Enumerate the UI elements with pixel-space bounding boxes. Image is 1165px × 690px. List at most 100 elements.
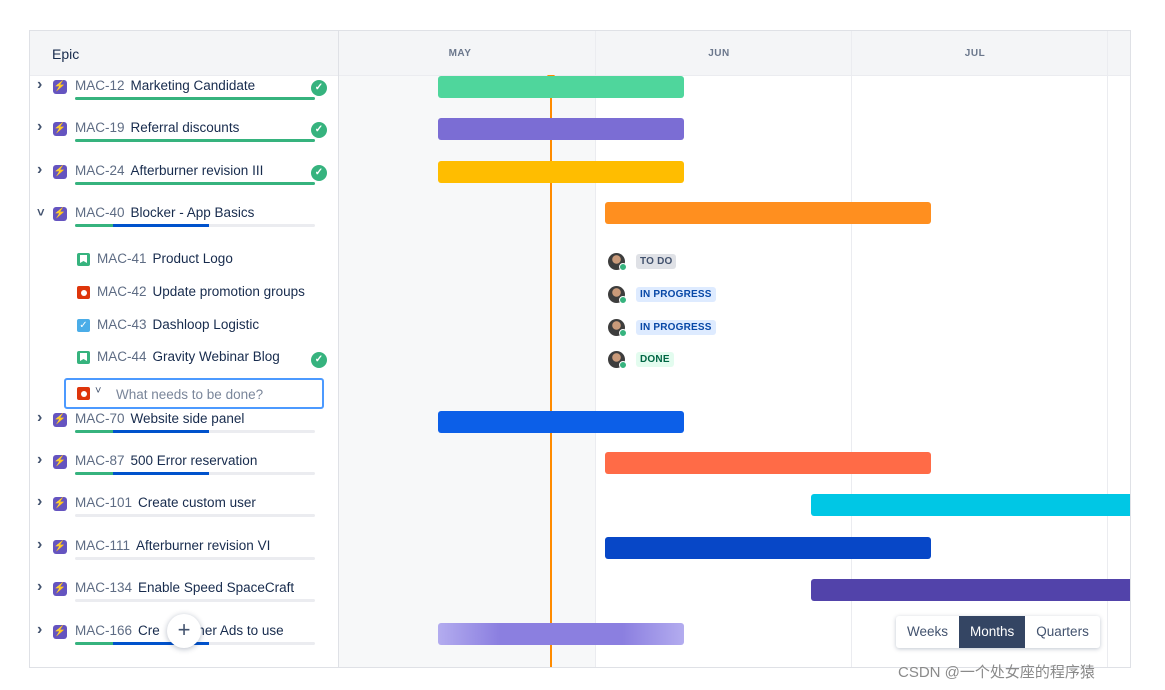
chevron-right-icon[interactable]: › [37, 451, 43, 468]
chevron-right-icon[interactable]: › [37, 493, 43, 510]
epic-icon: ⚡ [53, 540, 67, 554]
epic-bar-mac-111[interactable] [605, 537, 931, 559]
status-lozenge: TO DO [636, 254, 677, 269]
chevron-right-icon[interactable]: › [37, 76, 43, 93]
epic-key-text: MAC-134 [75, 580, 133, 595]
assignee-avatar [608, 286, 627, 304]
child-row-mac-42[interactable]: MAC-42 Update promotion groups [30, 282, 339, 312]
epic-bar-mac-70[interactable] [438, 411, 684, 433]
task-icon: ✓ [77, 319, 90, 332]
chevron-down-icon[interactable]: ˅ [95, 385, 102, 397]
child-key-text: MAC-41 [97, 251, 147, 266]
epic-key-text: MAC-101 [75, 495, 133, 510]
progress-done [75, 430, 114, 433]
chevron-down-icon[interactable]: ˅ [37, 205, 45, 220]
epic-bar-mac-87[interactable] [605, 452, 931, 474]
done-check-icon: ✓ [311, 80, 327, 96]
epic-icon: ⚡ [53, 455, 67, 469]
story-icon [77, 351, 90, 364]
chevron-right-icon[interactable]: › [37, 536, 43, 553]
child-key: MAC-42 Update promotion groups [97, 284, 305, 299]
progress-bar [75, 97, 315, 100]
done-check-icon: ✓ [311, 165, 327, 181]
epic-icon: ⚡ [53, 413, 67, 427]
epic-title: Referral discounts [130, 120, 240, 135]
progress-bar [75, 139, 315, 142]
epic-key: MAC-24 Afterburner revision III [75, 163, 263, 178]
epic-icon: ⚡ [53, 165, 67, 179]
view-toggle: Weeks Months Quarters [896, 616, 1100, 648]
quarters-button[interactable]: Quarters [1036, 624, 1089, 639]
done-check-icon: ✓ [311, 352, 327, 368]
epic-bar-mac-101[interactable] [811, 494, 1130, 516]
progress-bar [75, 514, 315, 517]
roadmap-header: Epic MAY JUN JUL [30, 31, 1130, 76]
epic-key-text: MAC-12 [75, 78, 125, 93]
status-lozenge: IN PROGRESS [636, 320, 716, 335]
epic-key-text: MAC-70 [75, 411, 125, 426]
epic-bar-mac-24[interactable] [438, 161, 684, 183]
progress-done [75, 224, 114, 227]
epic-bar-mac-166[interactable] [438, 623, 684, 645]
progress-done [75, 97, 315, 100]
chevron-right-icon[interactable]: › [37, 118, 43, 135]
add-epic-button[interactable]: + [167, 614, 201, 648]
story-icon [77, 253, 90, 266]
epic-bar-mac-134[interactable] [811, 579, 1130, 601]
progress-done [75, 472, 114, 475]
create-issue-field: ˅ [64, 378, 324, 409]
month-divider [1107, 31, 1108, 667]
panel-divider [338, 31, 339, 667]
child-title: Update promotion groups [152, 284, 305, 299]
epic-title: Afterburner revision III [130, 163, 264, 178]
epic-bar-mac-40[interactable] [605, 202, 931, 224]
epic-title: Blocker - App Basics [130, 205, 255, 220]
epic-bar-mac-12[interactable] [438, 76, 684, 98]
new-issue-input[interactable] [116, 384, 316, 404]
assignee-avatar [608, 319, 627, 337]
epic-row-mac-101[interactable]: › ⚡ MAC-101 Create custom user [30, 492, 339, 522]
progress-done [75, 139, 315, 142]
done-check-icon: ✓ [311, 122, 327, 138]
epic-row-mac-24[interactable]: › ⚡ MAC-24 Afterburner revision III ✓ [30, 160, 339, 190]
epic-title: Enable Speed SpaceCraft [138, 580, 295, 595]
month-header-jun: JUN [708, 48, 730, 59]
progress-bar [75, 599, 315, 602]
epic-icon: ⚡ [53, 122, 67, 136]
epic-key-text: MAC-40 [75, 205, 125, 220]
epic-icon: ⚡ [53, 497, 67, 511]
months-button[interactable]: Months [959, 616, 1026, 648]
bug-icon[interactable] [77, 387, 90, 400]
chevron-right-icon[interactable]: › [37, 161, 43, 178]
child-key-text: MAC-42 [97, 284, 147, 299]
chevron-right-icon[interactable]: › [37, 621, 43, 638]
epic-title: Create custom user [138, 495, 256, 510]
epic-icon: ⚡ [53, 80, 67, 94]
progress-in-progress [113, 430, 210, 433]
epic-bar-mac-19[interactable] [438, 118, 684, 140]
chevron-right-icon[interactable]: › [37, 409, 43, 426]
progress-bar [75, 224, 315, 227]
weeks-button[interactable]: Weeks [907, 624, 949, 639]
epic-key-text: MAC-24 [75, 163, 125, 178]
progress-in-progress [113, 472, 210, 475]
chevron-right-icon[interactable]: › [37, 578, 43, 595]
epic-key: MAC-40 Blocker - App Basics [75, 205, 254, 220]
